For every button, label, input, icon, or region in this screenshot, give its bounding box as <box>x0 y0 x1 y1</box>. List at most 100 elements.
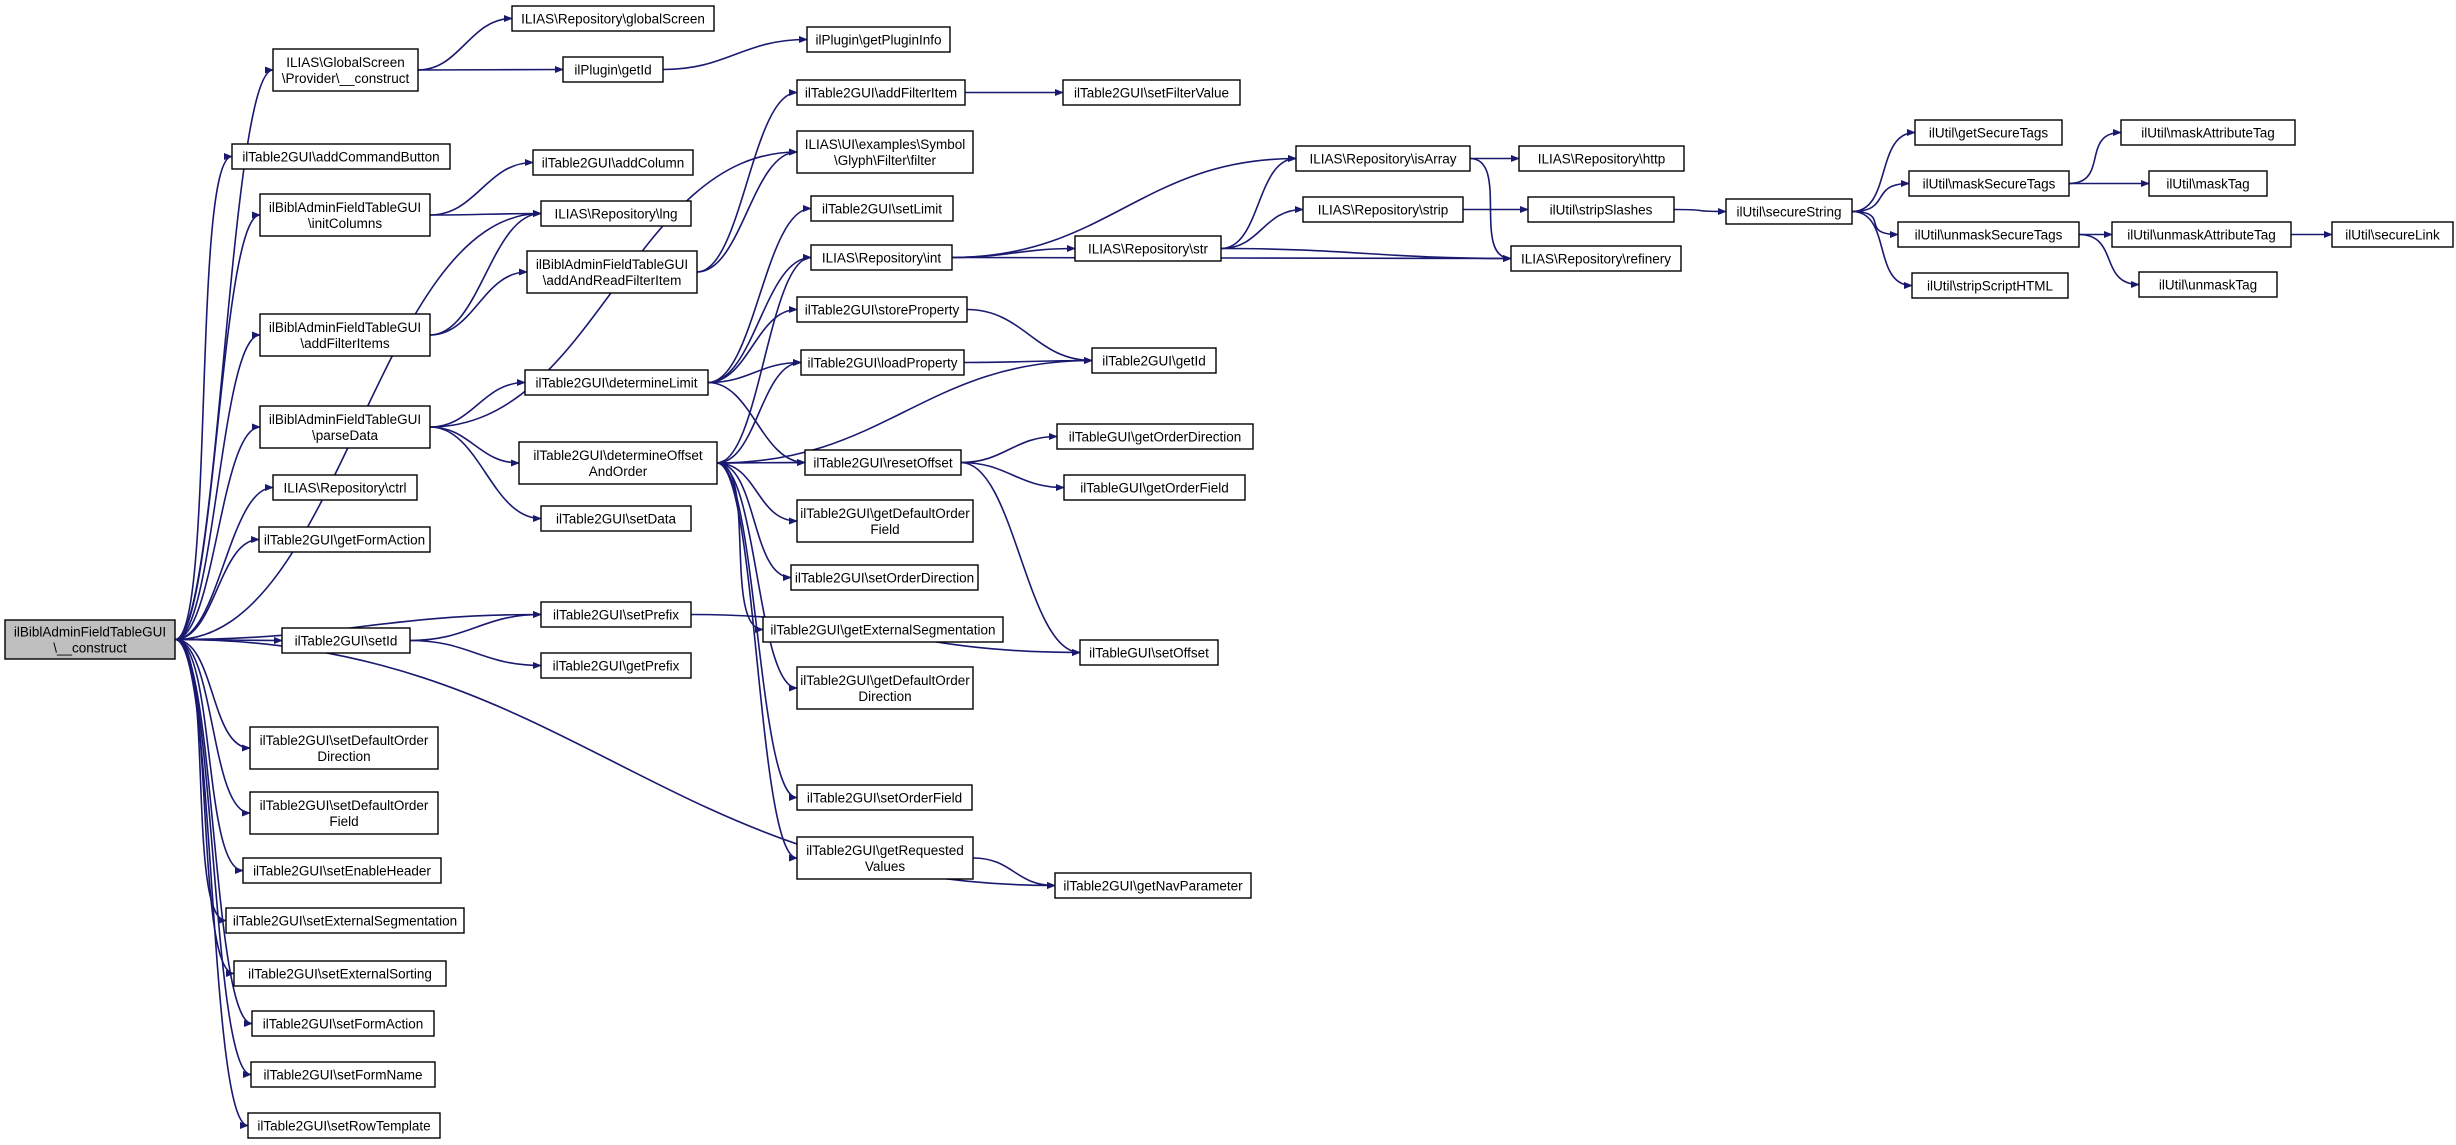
node-box <box>2138 271 2278 298</box>
node-initcolumns[interactable]: ilBiblAdminFieldTableGUI\initColumns <box>259 193 431 237</box>
node-repo_ctrl[interactable]: ILIAS\Repository\ctrl <box>272 474 418 501</box>
node-stripslashes[interactable]: ilUtil\stripSlashes <box>1527 196 1675 223</box>
node-label: ILIAS\Repository\lng <box>554 207 677 222</box>
node-box <box>1908 170 2070 197</box>
node-securelink[interactable]: ilUtil\secureLink <box>2331 221 2454 248</box>
node-label: \Provider\__construct <box>282 71 410 86</box>
node-root[interactable]: ilBiblAdminFieldTableGUI\__construct <box>4 619 176 660</box>
edge-plugin_getid-to-plugin_getplugininfo <box>662 35 808 71</box>
node-setprefix[interactable]: ilTable2GUI\setPrefix <box>540 601 692 628</box>
node-setexternalsegmentation[interactable]: ilTable2GUI\setExternalSegmentation <box>225 907 465 934</box>
node-determinelimit[interactable]: ilTable2GUI\determineLimit <box>524 369 709 396</box>
node-repo_isarray[interactable]: ILIAS\Repository\isArray <box>1295 145 1471 172</box>
node-getformaction[interactable]: ilTable2GUI\getFormAction <box>258 526 431 553</box>
node-label: ilPlugin\getPluginInfo <box>815 33 941 48</box>
node-repo_globalscreen[interactable]: ILIAS\Repository\globalScreen <box>511 5 715 32</box>
node-getsecuretags[interactable]: ilUtil\getSecureTags <box>1914 119 2063 146</box>
node-stripscripthtml[interactable]: ilUtil\stripScriptHTML <box>1911 272 2069 299</box>
node-box <box>2148 170 2268 197</box>
node-label: ilBiblAdminFieldTableGUI <box>14 625 166 640</box>
node-securestring[interactable]: ilUtil\secureString <box>1725 198 1853 225</box>
node-addcolumn[interactable]: ilTable2GUI\addColumn <box>532 149 694 176</box>
node-setformname[interactable]: ilTable2GUI\setFormName <box>250 1061 436 1088</box>
node-label: ilBiblAdminFieldTableGUI <box>269 320 421 335</box>
node-label: \initColumns <box>308 216 383 231</box>
node-box <box>796 836 974 880</box>
node-setoffset[interactable]: ilTableGUI\setOffset <box>1079 639 1219 666</box>
node-addcommandbutton[interactable]: ilTable2GUI\addCommandButton <box>231 143 451 170</box>
node-getprefix[interactable]: ilTable2GUI\getPrefix <box>540 652 692 679</box>
node-label: ilBiblAdminFieldTableGUI <box>536 257 688 272</box>
node-maskattributetag[interactable]: ilUtil\maskAttributeTag <box>2120 119 2296 146</box>
node-resetoffset[interactable]: ilTable2GUI\resetOffset <box>804 449 962 476</box>
node-getorderdirection[interactable]: ilTableGUI\getOrderDirection <box>1056 423 1254 450</box>
node-parsedata[interactable]: ilBiblAdminFieldTableGUI\parseData <box>259 405 431 449</box>
node-repo_str[interactable]: ILIAS\Repository\str <box>1074 235 1222 262</box>
node-label: ILIAS\Repository\str <box>1088 242 1209 257</box>
node-box <box>1056 423 1254 450</box>
node-getorderfield[interactable]: ilTableGUI\getOrderField <box>1063 474 1246 501</box>
node-setrowtemplate[interactable]: ilTable2GUI\setRowTemplate <box>247 1112 441 1139</box>
node-ui_filter[interactable]: ILIAS\UI\examples\Symbol\Glyph\Filter\fi… <box>796 130 974 174</box>
node-masktag[interactable]: ilUtil\maskTag <box>2148 170 2268 197</box>
node-label: ilTableGUI\getOrderDirection <box>1069 430 1242 445</box>
node-setorderdirection[interactable]: ilTable2GUI\setOrderDirection <box>790 564 979 591</box>
node-unmaskattributetag[interactable]: ilUtil\unmaskAttributeTag <box>2111 221 2292 248</box>
node-box <box>1897 221 2080 248</box>
node-repo_lng[interactable]: ILIAS\Repository\lng <box>540 200 692 227</box>
node-box <box>511 5 715 32</box>
node-loadproperty[interactable]: ilTable2GUI\loadProperty <box>800 349 965 376</box>
edge-root-to-setformaction <box>174 638 253 1028</box>
node-box <box>259 313 431 357</box>
node-setid[interactable]: ilTable2GUI\setId <box>281 627 411 654</box>
node-addfilteritems[interactable]: ilBiblAdminFieldTableGUI\addFilterItems <box>259 313 431 357</box>
node-setformaction[interactable]: ilTable2GUI\setFormAction <box>251 1010 435 1037</box>
node-setorderfield[interactable]: ilTable2GUI\setOrderField <box>796 784 973 811</box>
node-box <box>1074 235 1222 262</box>
edge-repo_str-to-repo_refinery <box>1220 247 1512 263</box>
node-plugin_getplugininfo[interactable]: ilPlugin\getPluginInfo <box>806 26 951 53</box>
node-addfilteritem[interactable]: ilTable2GUI\addFilterItem <box>796 79 966 106</box>
node-box <box>259 193 431 237</box>
node-repo_strip[interactable]: ILIAS\Repository\strip <box>1302 196 1464 223</box>
node-getexternalsegmentation[interactable]: ilTable2GUI\getExternalSegmentation <box>762 616 1004 643</box>
node-unmasksecuretags[interactable]: ilUtil\unmaskSecureTags <box>1897 221 2080 248</box>
node-getnavparameter[interactable]: ilTable2GUI\getNavParameter <box>1054 872 1252 899</box>
node-repo_refinery[interactable]: ILIAS\Repository\refinery <box>1510 245 1682 272</box>
node-addandreadfilteritem[interactable]: ilBiblAdminFieldTableGUI\addAndReadFilte… <box>526 250 698 294</box>
node-repo_http[interactable]: ILIAS\Repository\http <box>1518 145 1685 172</box>
node-label: ilTable2GUI\setOrderDirection <box>795 571 974 586</box>
node-masksecuretags[interactable]: ilUtil\maskSecureTags <box>1908 170 2070 197</box>
node-setenableheader[interactable]: ilTable2GUI\setEnableHeader <box>242 857 442 884</box>
node-box <box>518 441 718 485</box>
node-label: AndOrder <box>589 464 648 479</box>
edge-root-to-initcolumns <box>174 211 261 641</box>
node-repo_int[interactable]: ILIAS\Repository\int <box>810 244 953 271</box>
node-box <box>540 505 692 532</box>
node-plugin_getid[interactable]: ilPlugin\getId <box>562 56 664 83</box>
node-unmasktag[interactable]: ilUtil\unmaskTag <box>2138 271 2278 298</box>
node-gs_construct[interactable]: ILIAS\GlobalScreen\Provider\__construct <box>272 48 419 92</box>
node-t2_getid[interactable]: ilTable2GUI\getId <box>1091 347 1217 374</box>
node-box <box>524 369 709 396</box>
node-setlimit[interactable]: ilTable2GUI\setLimit <box>810 195 954 222</box>
node-setexternalsorting[interactable]: ilTable2GUI\setExternalSorting <box>233 960 447 987</box>
node-setdata[interactable]: ilTable2GUI\setData <box>540 505 692 532</box>
node-label: ilTable2GUI\determineOffset <box>533 448 703 463</box>
edge-root-to-setenableheader <box>174 638 244 875</box>
node-box <box>540 652 692 679</box>
node-label: ilBiblAdminFieldTableGUI <box>269 200 421 215</box>
node-box <box>259 405 431 449</box>
node-label: \addFilterItems <box>300 336 390 351</box>
node-storeproperty[interactable]: ilTable2GUI\storeProperty <box>796 296 968 323</box>
node-label: Direction <box>858 689 911 704</box>
node-setfiltervalue[interactable]: ilTable2GUI\setFilterValue <box>1062 79 1241 106</box>
edge-determineoffset-to-getrequestedvalues <box>716 462 798 862</box>
node-box <box>1054 872 1252 899</box>
